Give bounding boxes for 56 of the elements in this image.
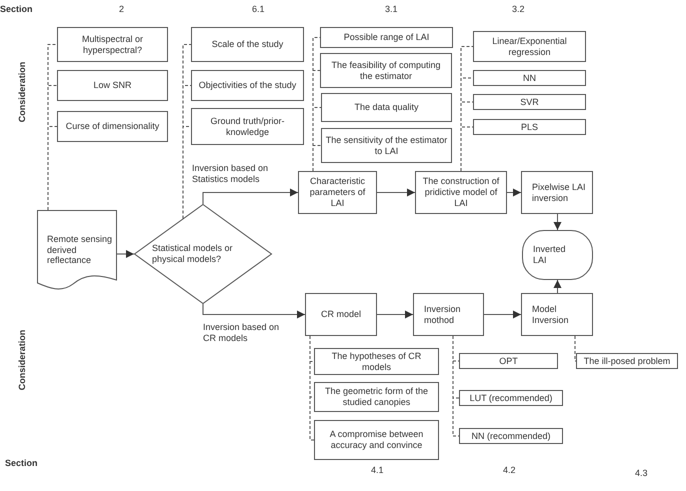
process-box: Ground truth/prior-knowledge — [191, 108, 304, 145]
terminal-box: Inverted LAI — [522, 230, 593, 280]
process-box: Pixelwise LAI inversion — [521, 171, 593, 214]
decision-diamond: Statistical models or physical models? — [134, 204, 272, 304]
process-box: The ill-posed problem — [576, 353, 678, 369]
dashed-connector — [574, 336, 576, 362]
arrow — [376, 188, 416, 196]
process-box: The geometric form of the studied canopies — [314, 382, 439, 412]
section-number: 3.2 — [512, 4, 525, 14]
arrow — [554, 214, 562, 230]
dashed-connector — [48, 126, 58, 210]
process-box: Objectivities of the study — [191, 70, 304, 101]
section-number: 6.1 — [252, 4, 265, 14]
row-heading: Consideration — [17, 330, 27, 390]
process-box: The sensitivity of the estimator to LAI — [321, 128, 452, 163]
process-box: The hypotheses of CR models — [314, 348, 439, 375]
process-box: The feasibility of computing the estimator — [320, 53, 452, 88]
process-box: Possible range of LAI — [320, 27, 453, 48]
dashed-connector — [460, 126, 474, 172]
arrow — [484, 310, 522, 318]
process-box: OPT — [459, 353, 558, 369]
process-box: NN — [473, 70, 586, 86]
section-heading: Section — [5, 458, 38, 468]
process-box: Curse of dimensionality — [57, 111, 168, 142]
process-box: The data quality — [321, 93, 452, 122]
process-box: The construction of pridictive model of LAI — [415, 171, 507, 214]
arrow — [202, 304, 306, 318]
process-box: Linear/Exponential regression — [473, 31, 586, 62]
process-box: Scale of the study — [191, 27, 304, 62]
process-box: A compromise between accuracy and convince — [314, 420, 439, 460]
section-number: 2 — [119, 4, 124, 14]
process-box: NN (recommended) — [459, 428, 563, 444]
process-box: Inversion mothod — [413, 293, 484, 336]
process-box: SVR — [473, 94, 586, 110]
arrow — [506, 188, 522, 196]
arrow — [554, 280, 562, 294]
process-box: Characteristic parameters of LAI — [298, 171, 377, 214]
section-number: 3.1 — [385, 4, 398, 14]
process-box: Low SNR — [57, 70, 168, 101]
dashed-connector — [310, 336, 314, 440]
process-box: LUT (recommended) — [459, 390, 563, 406]
section-number: 4.3 — [635, 468, 648, 478]
arrow — [376, 310, 414, 318]
section-heading: Section — [0, 4, 33, 14]
arrow — [116, 250, 134, 258]
document-shape: Remote sensing derived reflectance — [37, 210, 117, 290]
arrow — [202, 188, 298, 204]
row-heading: Consideration — [17, 62, 27, 122]
process-box: Multispectral or hyperspectral? — [57, 27, 168, 62]
section-number: 4.1 — [371, 465, 384, 475]
process-box: CR model — [305, 293, 377, 336]
section-number: 4.2 — [503, 465, 516, 475]
dashed-connector — [452, 336, 460, 436]
process-box: Model Inversion — [521, 293, 593, 336]
process-box: PLS — [473, 119, 586, 135]
dashed-connector — [312, 145, 322, 172]
